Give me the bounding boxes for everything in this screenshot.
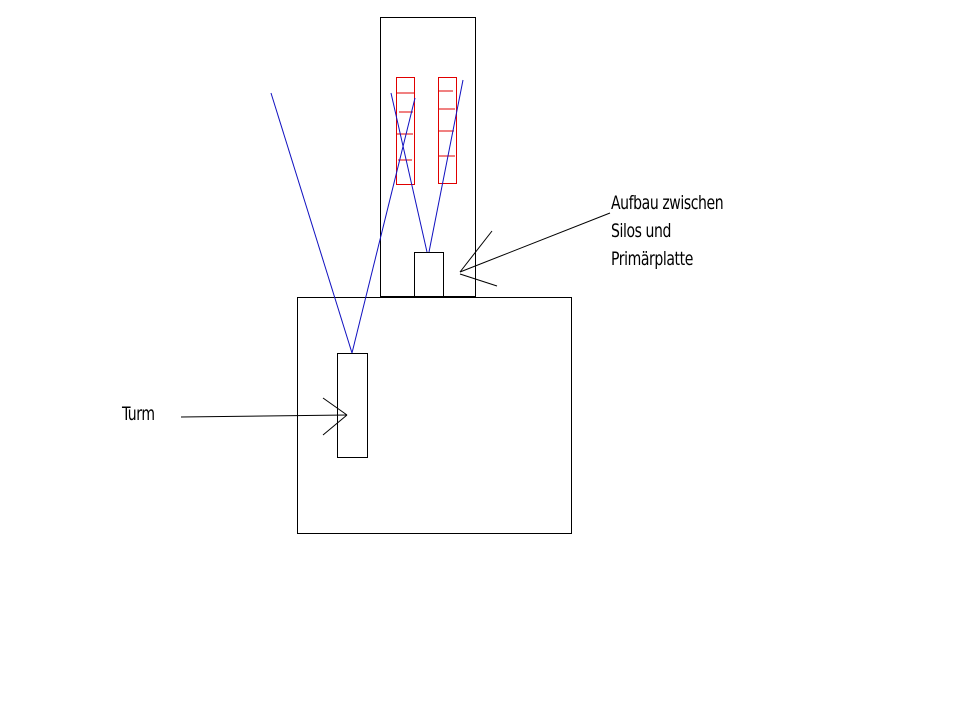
upper-structure xyxy=(380,17,476,298)
silo-left xyxy=(396,77,415,185)
turm-label: Turm xyxy=(122,403,155,425)
aufbau-label-line1: Aufbau zwischen xyxy=(611,192,724,214)
aufbau-arrow xyxy=(459,212,611,287)
tower xyxy=(337,353,368,458)
sight-rays xyxy=(270,79,464,354)
intermediate-structure xyxy=(414,252,444,298)
turm-arrow xyxy=(180,397,348,436)
aufbau-label-line2: Silos und xyxy=(611,220,672,242)
aufbau-label-line3: Primärplatte xyxy=(611,248,693,270)
silo-right xyxy=(438,77,457,184)
